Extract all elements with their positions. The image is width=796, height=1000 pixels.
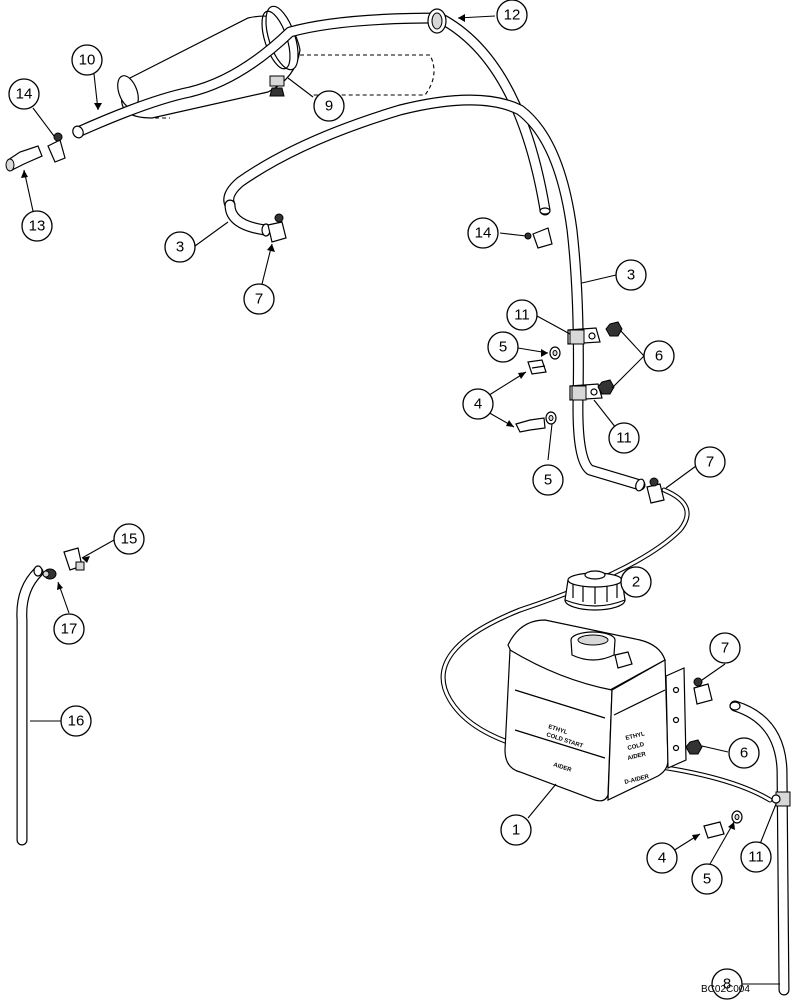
reservoir-tank-1: ETHYL COLD START AIDER ETHYL COLD AIDER …	[504, 619, 687, 802]
fitting-13	[5, 145, 43, 172]
svg-text:12: 12	[504, 7, 521, 24]
callout-9[interactable]: 9	[313, 90, 345, 122]
callout-5-bottom[interactable]: 5	[691, 863, 723, 895]
callout-3-left[interactable]: 3	[164, 231, 196, 263]
clamp-11-upper	[567, 327, 601, 345]
svg-text:11: 11	[616, 430, 632, 447]
svg-text:5: 5	[499, 339, 507, 356]
svg-text:11: 11	[748, 849, 764, 866]
bolt-4-lower	[515, 417, 546, 433]
svg-text:2: 2	[632, 574, 640, 591]
tank-label-line3: AIDER	[552, 762, 572, 774]
svg-text:13: 13	[29, 218, 46, 235]
nut-6-lower	[597, 379, 615, 395]
svg-text:1: 1	[512, 822, 520, 839]
callout-1[interactable]: 1	[500, 814, 532, 846]
svg-text:5: 5	[544, 472, 552, 489]
svg-text:6: 6	[740, 745, 748, 762]
callout-5-mid[interactable]: 5	[532, 464, 564, 496]
svg-text:9: 9	[325, 98, 333, 115]
svg-text:3: 3	[176, 239, 184, 256]
svg-text:7: 7	[721, 640, 729, 657]
svg-text:14: 14	[475, 225, 492, 242]
bolt-4-upper	[527, 359, 547, 375]
svg-text:10: 10	[79, 52, 96, 69]
clamp-nut-icon	[269, 87, 285, 97]
svg-text:11: 11	[514, 307, 530, 324]
svg-text:7: 7	[255, 291, 263, 308]
callout-7-top[interactable]: 7	[243, 283, 275, 315]
leader-lines	[21, 14, 780, 985]
tank-cap-2	[564, 570, 626, 611]
fitting-14-right	[524, 227, 553, 249]
callout-6-tank[interactable]: 6	[728, 737, 760, 769]
svg-text:6: 6	[655, 348, 663, 365]
clamp-11-lower	[569, 383, 603, 401]
svg-text:4: 4	[474, 396, 482, 413]
drawing-id: BC02C004	[701, 984, 750, 995]
svg-text:4: 4	[658, 850, 666, 867]
bolt-4-bottom	[703, 821, 725, 839]
tank-label-line4: ETHYL	[625, 731, 646, 742]
tank-label-line1: ETHYL	[547, 724, 568, 736]
nut-6-upper	[605, 321, 623, 337]
svg-text:16: 16	[68, 713, 85, 730]
nut-6-tank	[685, 739, 703, 755]
callout-15[interactable]: 15	[113, 523, 145, 555]
svg-text:17: 17	[61, 621, 78, 638]
callout-5-upper[interactable]: 5	[487, 331, 519, 363]
svg-text:14: 14	[16, 86, 33, 103]
callout-7-mid[interactable]: 7	[694, 446, 726, 478]
callout-16[interactable]: 16	[60, 705, 92, 737]
washer-5-lower	[545, 411, 557, 425]
callout-17[interactable]: 17	[53, 613, 85, 645]
svg-text:15: 15	[121, 531, 138, 548]
svg-text:3: 3	[627, 267, 635, 284]
callout-12[interactable]: 12	[496, 0, 528, 31]
tube-3	[223, 94, 646, 492]
hose-10	[72, 12, 446, 139]
fitting-7-tank	[693, 677, 713, 705]
washer-5-upper	[549, 346, 561, 360]
callout-8[interactable]: 8	[711, 968, 743, 1000]
hose-8	[729, 700, 790, 996]
svg-text:8: 8	[723, 976, 731, 993]
grommet-12	[427, 8, 551, 216]
fitting-7-mid	[646, 477, 665, 504]
callout-11-hose8[interactable]: 11	[740, 841, 772, 873]
fitting-15	[63, 547, 85, 571]
tank-label-line5: COLD	[627, 742, 646, 752]
svg-text:5: 5	[703, 871, 711, 888]
callout-2[interactable]: 2	[620, 566, 652, 598]
washer-5-bottom	[731, 810, 743, 824]
callout-10[interactable]: 10	[71, 44, 103, 76]
tank-label-line6: AIDER	[627, 751, 647, 761]
hose-16	[16, 565, 44, 846]
fitting-17	[42, 568, 57, 580]
callouts: 12 10 14 9 13 3 14 3 7 11 5 6 4 11 7 5 1…	[8, 0, 772, 1000]
clamp-11-hose8	[771, 791, 791, 807]
callout-11-upper[interactable]: 11	[506, 299, 538, 331]
callout-4-bottom[interactable]: 4	[646, 842, 678, 874]
callout-3-right[interactable]: 3	[615, 259, 647, 291]
callout-14-right[interactable]: 14	[467, 217, 499, 249]
svg-text:7: 7	[706, 454, 714, 471]
callout-6-right[interactable]: 6	[643, 340, 675, 372]
callout-11-lower[interactable]: 11	[608, 422, 640, 454]
fitting-14-left	[47, 132, 66, 163]
fitting-7-top	[267, 213, 287, 243]
callout-13[interactable]: 13	[21, 210, 53, 242]
callout-14-left[interactable]: 14	[8, 78, 40, 110]
callout-7-tank[interactable]: 7	[709, 632, 741, 664]
callout-4-mid[interactable]: 4	[462, 388, 494, 420]
